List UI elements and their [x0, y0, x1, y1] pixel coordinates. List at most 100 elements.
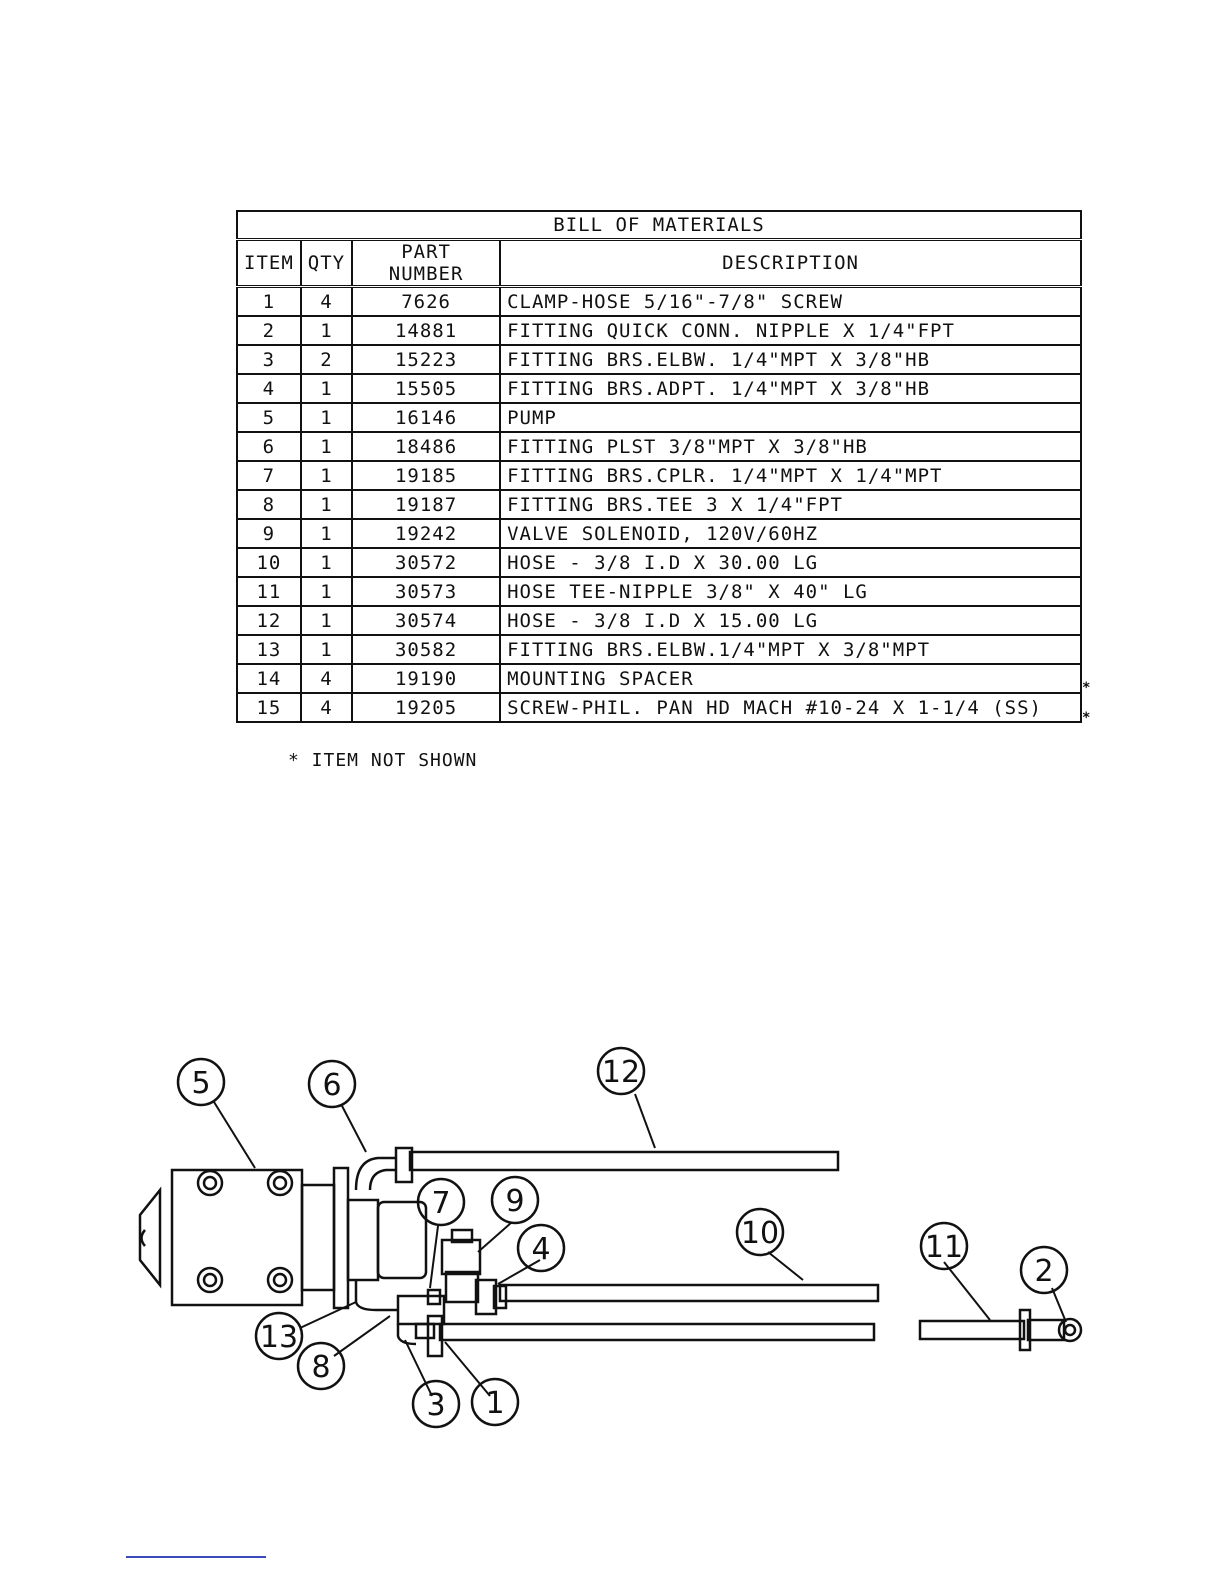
callout-8: 8 [296, 1341, 346, 1391]
cell-description: HOSE - 3/8 I.D X 15.00 LG [499, 605, 1082, 636]
cell-description: FITTING QUICK CONN. NIPPLE X 1/4"FPT [499, 315, 1082, 346]
svg-text:10: 10 [741, 1216, 779, 1251]
cell-item: 3 [236, 344, 302, 375]
cell-part-number: 18486 [351, 431, 502, 462]
cell-item: 9 [236, 518, 302, 549]
svg-text:5: 5 [191, 1066, 210, 1101]
cell-qty: 1 [299, 518, 354, 549]
cell-item: 5 [236, 402, 302, 433]
assembly-diagram: 5 6 12 7 9 4 10 11 2 13 8 3 1 [138, 1046, 1083, 1429]
callout-10: 10 [735, 1207, 785, 1257]
svg-text:8: 8 [311, 1350, 330, 1385]
cell-part-number: 30573 [351, 576, 502, 607]
svg-text:1: 1 [485, 1386, 504, 1421]
cell-part-number: 19190 [351, 663, 502, 694]
cell-item: 4 [236, 373, 302, 404]
svg-text:6: 6 [322, 1068, 341, 1103]
hose-11-drawing [918, 1308, 1083, 1352]
cell-item: 14 [236, 663, 302, 694]
callout-13: 13 [254, 1311, 304, 1361]
cell-description: HOSE - 3/8 I.D X 30.00 LG [499, 547, 1082, 578]
svg-text:2: 2 [1034, 1254, 1053, 1289]
callout-11: 11 [919, 1221, 969, 1271]
cell-qty: 1 [299, 373, 354, 404]
cell-qty: 1 [299, 605, 354, 636]
svg-text:4: 4 [531, 1232, 550, 1267]
lower-hose-drawing [426, 1314, 876, 1358]
cell-item: 11 [236, 576, 302, 607]
cell-part-number: 30582 [351, 634, 502, 665]
cell-part-number: 19185 [351, 460, 502, 491]
cell-qty: 1 [299, 489, 354, 520]
cell-description: MOUNTING SPACER [499, 663, 1082, 694]
cell-qty: 1 [299, 634, 354, 665]
cell-qty: 4 [299, 663, 354, 694]
callout-6: 6 [307, 1059, 357, 1109]
cell-item: 15 [236, 692, 302, 723]
cell-part-number: 19242 [351, 518, 502, 549]
bom-title: BILL OF MATERIALS [236, 210, 1082, 241]
cell-qty: 4 [299, 692, 354, 723]
cell-item: 12 [236, 605, 302, 636]
cell-item: 7 [236, 460, 302, 491]
cell-item: 8 [236, 489, 302, 520]
cell-qty: 1 [299, 576, 354, 607]
bill-of-materials-table: BILL OF MATERIALS ITEM QTY PART NUMBER D… [236, 210, 1082, 723]
page-footer-line [126, 1556, 266, 1558]
cell-qty: 1 [299, 402, 354, 433]
cell-qty: 1 [299, 547, 354, 578]
cell-part-number: 15223 [351, 344, 502, 375]
cell-description: FITTING PLST 3/8"MPT X 3/8"HB [499, 431, 1082, 462]
cell-item: 10 [236, 547, 302, 578]
cell-item: 2 [236, 315, 302, 346]
cell-description: PUMP [499, 402, 1082, 433]
cell-description: SCREW-PHIL. PAN HD MACH #10-24 X 1-1/4 (… [499, 692, 1082, 723]
cell-part-number: 7626 [351, 285, 502, 317]
cell-part-number: 19205 [351, 692, 502, 723]
cell-part-number: 30572 [351, 547, 502, 578]
hose-10-drawing [354, 1228, 880, 1346]
cell-description: HOSE TEE-NIPPLE 3/8" X 40" LG [499, 576, 1082, 607]
svg-text:7: 7 [431, 1186, 450, 1221]
cell-part-number: 14881 [351, 315, 502, 346]
callout-1: 1 [470, 1377, 520, 1427]
header-qty: QTY [299, 238, 354, 288]
cell-item: 1 [236, 285, 302, 317]
cell-item: 6 [236, 431, 302, 462]
callout-2: 2 [1019, 1245, 1069, 1295]
callout-9: 9 [490, 1175, 540, 1225]
pump-drawing [138, 1166, 428, 1310]
svg-text:13: 13 [260, 1320, 298, 1355]
star-mark-item-15: * [1082, 710, 1091, 726]
cell-qty: 1 [299, 315, 354, 346]
cell-description: FITTING BRS.TEE 3 X 1/4"FPT [499, 489, 1082, 520]
item-not-shown-note: * ITEM NOT SHOWN [288, 750, 478, 771]
callout-3: 3 [411, 1379, 461, 1429]
svg-text:12: 12 [602, 1055, 640, 1090]
svg-text:9: 9 [505, 1184, 524, 1219]
header-part-number: PART NUMBER [351, 238, 502, 288]
bom-header-row: ITEM QTY PART NUMBER DESCRIPTION [236, 238, 1082, 288]
leader-lines [213, 1093, 1067, 1397]
callout-7: 7 [416, 1177, 466, 1227]
cell-item: 13 [236, 634, 302, 665]
header-description: DESCRIPTION [499, 238, 1082, 288]
hose-12-drawing [354, 1146, 840, 1191]
cell-qty: 1 [299, 431, 354, 462]
star-mark-item-14: * [1082, 680, 1091, 696]
cell-part-number: 19187 [351, 489, 502, 520]
